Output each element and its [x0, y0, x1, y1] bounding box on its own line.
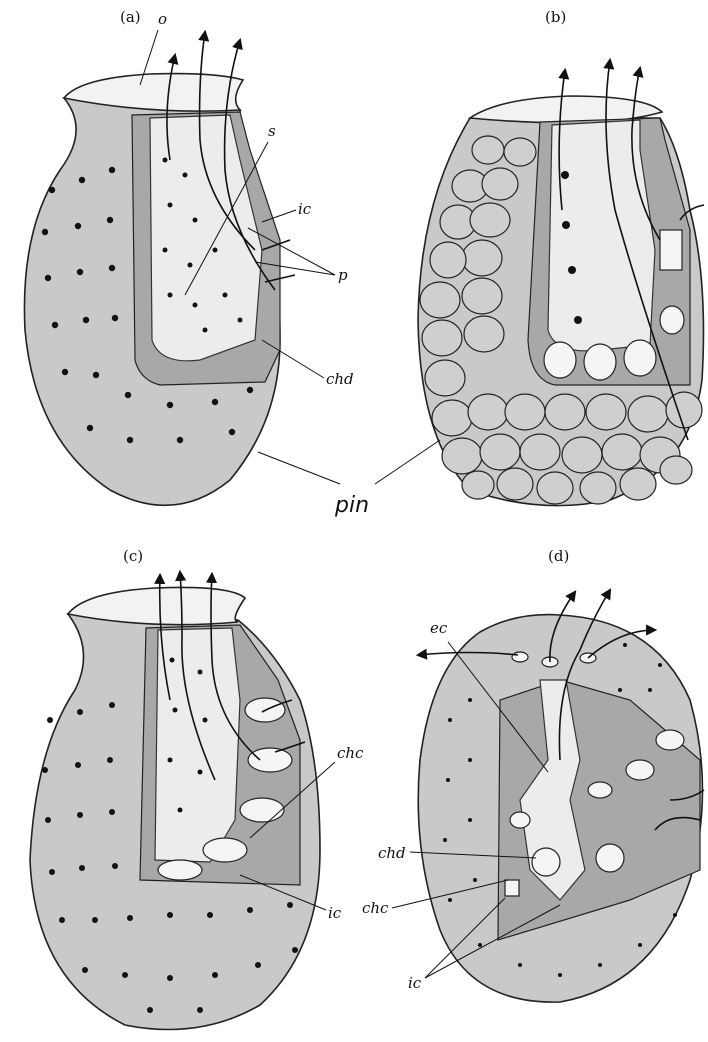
label-ic-a: ic — [298, 200, 312, 218]
label-ec: ec — [430, 619, 448, 637]
label-ic-c: ic — [328, 904, 342, 922]
label-s: s — [268, 122, 276, 140]
label-o: o — [158, 10, 167, 28]
pin-label: pin — [334, 493, 369, 518]
panel-a-label: (a) — [120, 8, 141, 26]
label-chc-c: chc — [337, 744, 364, 762]
label-chc-d: chc — [362, 899, 389, 917]
panel-c-spongocoel — [155, 628, 240, 862]
panel-c-label: (c) — [123, 547, 143, 565]
panel-b-syconoid: (b) — [418, 8, 704, 506]
panel-d-label: (d) — [548, 547, 569, 565]
label-chd-a: chd — [326, 370, 354, 388]
panel-d-leuconoid: (d) ec chd chc ic — [362, 547, 704, 1002]
panel-c-sponge: (c) chc ic — [30, 547, 364, 1030]
pin-callout: pin — [258, 440, 440, 518]
panel-b-spongocoel — [548, 120, 655, 351]
label-ic-d: ic — [408, 974, 422, 992]
label-p: p — [338, 266, 348, 284]
panel-c-osculum-rim — [68, 587, 245, 624]
label-chd-d: chd — [378, 844, 406, 862]
panel-a-asconoid: (a) o s ic p chd — [24, 8, 353, 505]
panel-b-label: (b) — [545, 8, 566, 26]
